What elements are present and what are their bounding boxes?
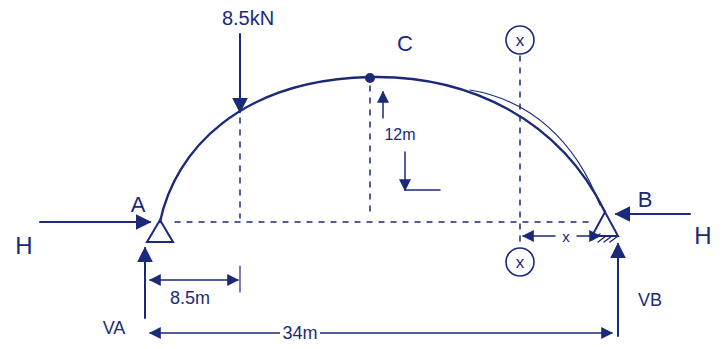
springing-line [175,221,590,223]
hinge-label: C [395,32,415,56]
section-label: x [514,253,527,272]
rise-arrow-down [404,152,406,190]
rise-tick [405,189,440,191]
section-marker [506,26,534,54]
thrust-arrow-a [40,221,150,223]
reaction-arrow-a [144,248,146,318]
arch-curve [160,77,605,222]
section-marker [506,248,534,276]
section-label: x [514,31,527,50]
distance-label: x [560,228,572,245]
rise-arrow-up [382,92,384,118]
pin-support-b [592,212,618,236]
dimension-label: 8.5m [168,288,212,308]
reaction-arrow-b [617,244,619,336]
span-dimension [150,332,612,334]
rise-label: 12m [382,126,417,144]
support-label: B [636,188,655,212]
load-line [239,118,241,218]
load-arrow [239,34,241,112]
thrust-arrow-b [616,213,690,215]
reaction-label: VB [636,290,664,310]
x-arrow [577,235,600,237]
thrust-label: H [13,233,34,259]
dimension-tick [239,266,240,292]
crown-line [369,86,371,218]
load-distance [150,279,238,281]
load-value: 8.5kN [220,7,276,29]
thrust-label: H [692,223,713,249]
reaction-label: VA [101,318,128,338]
x-arrow [523,235,555,237]
section-line [519,56,521,246]
pin-support-a [147,220,173,242]
support-hatch [592,234,618,242]
arch-overdraw [470,90,600,205]
crown-hinge [366,74,374,82]
support-label: A [129,193,148,217]
dimension-label: 34m [280,323,319,343]
